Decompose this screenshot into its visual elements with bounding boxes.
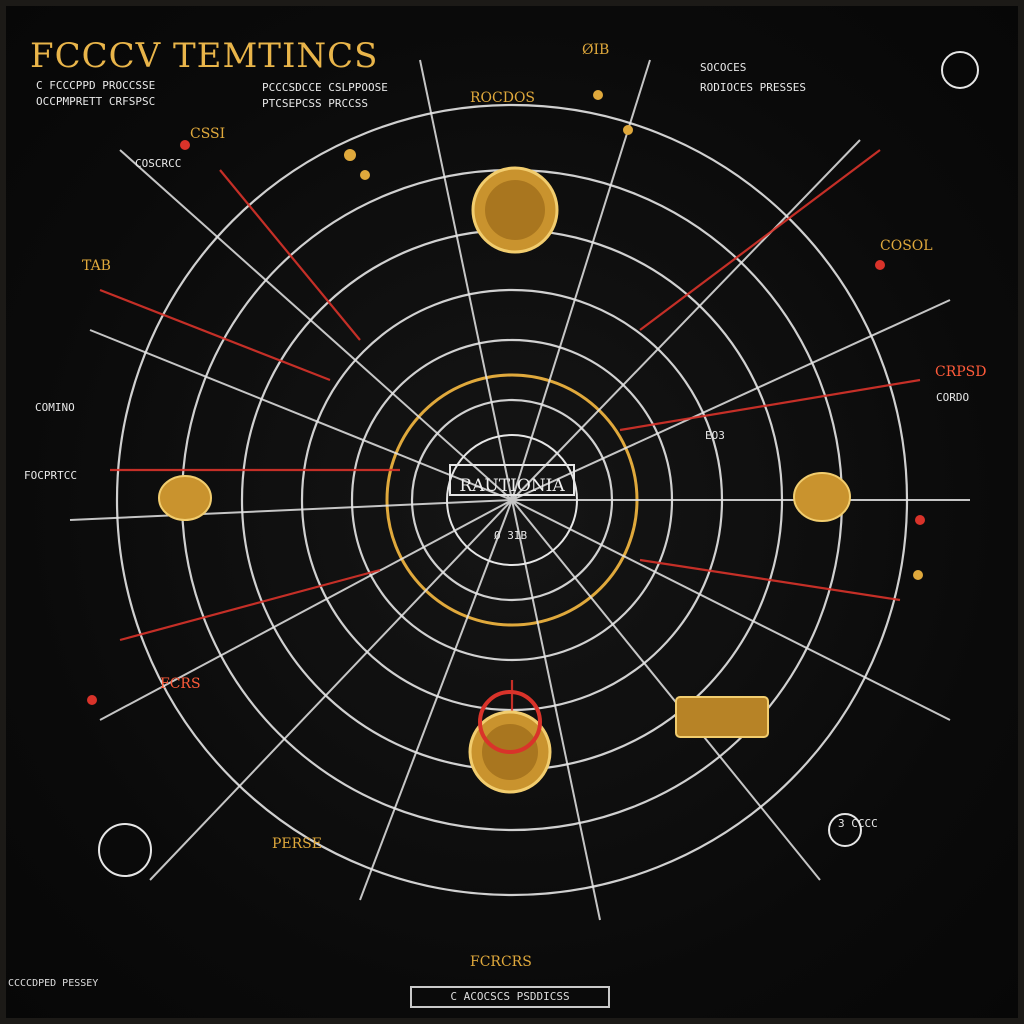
label-right-red: CRPSD xyxy=(935,364,987,380)
gold-medallion-right xyxy=(793,472,851,522)
node-dot xyxy=(593,90,603,100)
node-dot xyxy=(180,140,190,150)
corner-caption: CCCCDPED PESSEY xyxy=(8,978,99,989)
red-connector xyxy=(99,288,331,382)
red-connector xyxy=(619,378,921,432)
gold-medallion-left xyxy=(158,475,212,521)
poster-title: FCCCV TEMTINCS xyxy=(30,36,379,76)
label-bottom-red: FCRS xyxy=(160,676,201,692)
label-bottom-gold2: PERSE xyxy=(272,836,322,852)
spoke xyxy=(511,299,951,501)
label-left-b: FOCPRTCC xyxy=(24,469,77,482)
spoke xyxy=(511,139,861,501)
center-title: RAUTIONIA xyxy=(459,476,565,496)
figure-emblem-bottomright xyxy=(828,813,862,847)
red-connector xyxy=(639,149,881,331)
spoke xyxy=(99,499,513,721)
node-dot xyxy=(87,695,97,705)
label-mid-right: CORDO xyxy=(936,391,970,404)
label-top-ar: ØIB xyxy=(582,42,610,58)
label-left-a: COSCRCC xyxy=(135,157,182,170)
node-dot xyxy=(913,570,923,580)
label-right-c: EO3 xyxy=(705,429,725,442)
center-subtitle: Ø 3IB xyxy=(494,529,528,542)
label-gold-upper: CSSI xyxy=(190,126,226,142)
footer-plate: C ACOCSCS PSDDICSS xyxy=(410,986,610,1008)
label-top-mid-b: PTCSEPCSS PRCCSS xyxy=(262,97,368,110)
gold-medallion-top xyxy=(471,166,559,254)
label-top-left-a: C FCCCPPD PROCCSSE xyxy=(36,79,156,92)
label-top-mid-a: PCCCSDCCE CSLPPOOSE xyxy=(262,81,388,94)
spoke xyxy=(89,329,513,501)
label-top-gold: ROCDOS xyxy=(470,90,536,106)
red-connector xyxy=(119,568,381,642)
node-dot xyxy=(915,515,925,525)
spoke xyxy=(119,149,513,501)
figure-emblem-bottomleft xyxy=(98,823,152,877)
node-dot xyxy=(875,260,885,270)
spoke xyxy=(511,499,601,921)
center-frame xyxy=(449,464,575,496)
label-mid-left: COMINO xyxy=(35,401,75,414)
node-dot xyxy=(623,125,633,135)
label-bottom-right: 3 CCCC xyxy=(838,817,878,830)
spoke xyxy=(359,499,513,901)
spoke xyxy=(511,499,821,881)
node-dot xyxy=(344,149,356,161)
label-top-left-b: OCCPMPRETT CRFSPSC xyxy=(36,95,156,108)
spoke xyxy=(149,499,513,881)
gold-plaque-right xyxy=(675,696,769,738)
red-connector xyxy=(219,169,361,341)
label-right-gold: COSOL xyxy=(880,238,933,254)
label-left-gold: TAB xyxy=(82,258,111,274)
label-top-right-a: SOCOCES xyxy=(700,61,747,74)
gold-medallion-bottom xyxy=(468,690,552,794)
spoke xyxy=(69,499,513,521)
label-bottom-gold: FCRCRS xyxy=(470,954,532,970)
spoke xyxy=(419,59,513,501)
red-connector xyxy=(639,558,901,602)
spoke xyxy=(511,499,951,721)
figure-emblem-topright xyxy=(941,51,979,89)
label-top-right-b: RODIOCES PRESSES xyxy=(700,81,806,94)
node-dot xyxy=(360,170,370,180)
